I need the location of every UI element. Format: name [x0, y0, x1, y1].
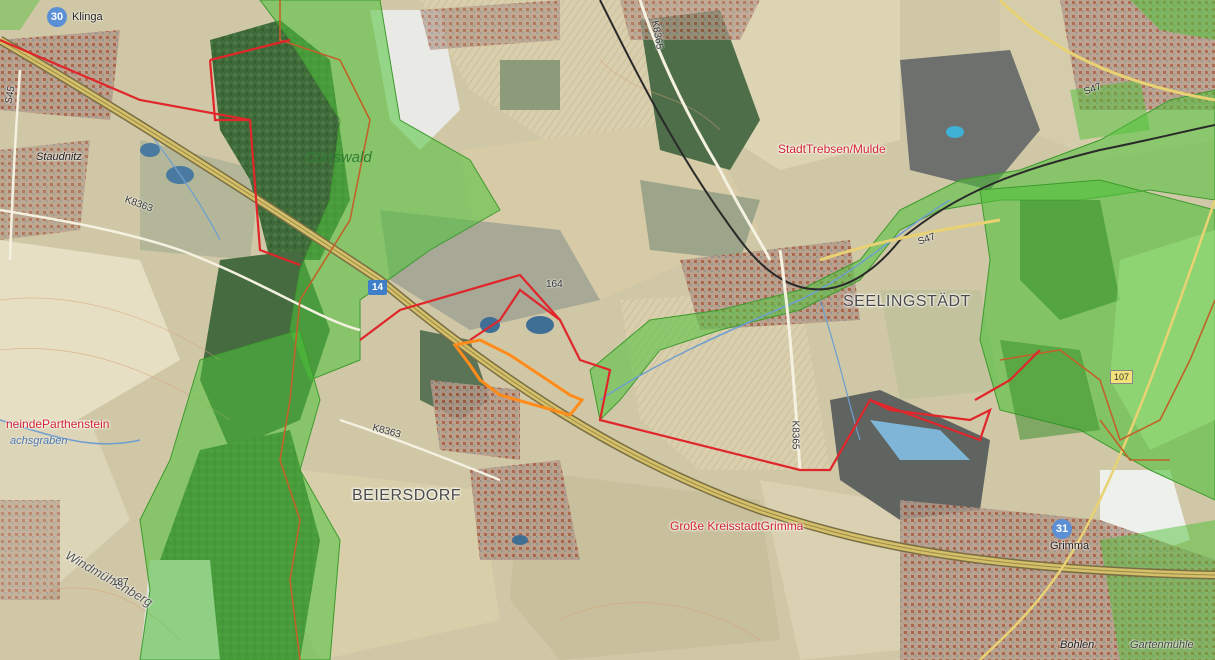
place-label-grimma: Grimma: [1050, 540, 1090, 552]
place-label-beiersdorf: BEIERSDORF: [352, 487, 462, 504]
project-area-outline: [452, 338, 585, 417]
road-label-k8365-south: K8365: [789, 420, 801, 450]
place-label-seelingstaedt: SEELINGSTÄDT: [843, 293, 971, 310]
quarry-areas: [140, 10, 1190, 660]
junction-badge-31: 31: [1052, 519, 1072, 539]
spot-height-187: 187: [112, 577, 129, 588]
road-shield-107: 107: [1110, 370, 1134, 384]
mill-label-gartenmuehle: Gartenmühle: [1130, 639, 1194, 651]
admin-label-parthenstein: neindeParthenstein: [6, 417, 110, 431]
forest-label-curtswald: Cürtswald: [305, 149, 372, 166]
study-boundary: [0, 38, 1041, 472]
motorway-shield: 14: [368, 280, 388, 295]
place-label-klinga: Klinga: [72, 11, 103, 23]
admin-boundaries: [279, 0, 1215, 660]
admin-label-trebsen: StadtTrebsen/Mulde: [778, 142, 886, 156]
place-label-bohlen: Bohlen: [1060, 639, 1095, 651]
place-label-staudnitz: Staudnitz: [36, 151, 82, 163]
stream-label: achsgraben: [10, 435, 68, 447]
water-bodies: [140, 126, 964, 545]
junction-badge-30: 30: [47, 7, 67, 27]
spot-height-164: 164: [546, 279, 563, 290]
admin-label-grimma: Große KreisstadtGrimma: [670, 519, 804, 533]
